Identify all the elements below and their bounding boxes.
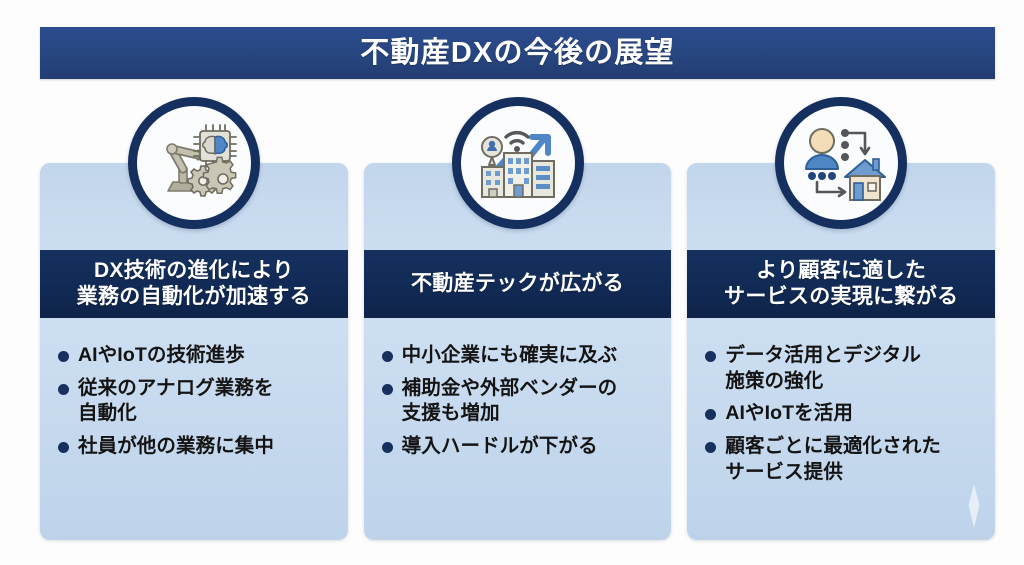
column-3-heading-text: より顧客に適した サービスの実現に繋がる <box>724 259 959 308</box>
column-card-1: DX技術の進化により 業務の自動化が加速する AIやIoTの技術進歩 従来のアナ… <box>40 97 348 540</box>
list-item: データ活用とデジタル 施策の強化 <box>703 343 981 394</box>
list-item-label: 導入ハードルが下がる <box>401 435 598 458</box>
bullet-dot-icon <box>705 351 717 362</box>
list-item-label: 従来のアナログ業務を 自動化 <box>78 376 274 425</box>
bullet-dot-icon <box>705 442 717 454</box>
column-1-heading-text: DX技術の進化により 業務の自動化が加速する <box>76 259 311 308</box>
column-1-bullet-list: AIやIoTの技術進歩 従来のアナログ業務を 自動化 社員が他の業務に集中 <box>40 331 348 477</box>
list-item: 導入ハードルが下がる <box>380 434 658 460</box>
bullet-dot-icon <box>381 351 393 362</box>
robot-arm-ai-chip-gears-icon <box>127 97 260 229</box>
bullet-dot-icon <box>58 383 69 395</box>
bullet-dot-icon <box>381 442 393 454</box>
list-item: AIやIoTを活用 <box>703 401 981 427</box>
bullet-dot-icon <box>705 409 717 421</box>
column-card-3: より顧客に適した サービスの実現に繋がる データ活用とデジタル 施策の強化 AI… <box>687 97 996 540</box>
list-item: 従来のアナログ業務を 自動化 <box>56 376 334 427</box>
bullet-dot-icon <box>381 383 393 395</box>
list-item-label: AIやIoTを活用 <box>725 402 853 425</box>
list-item: 補助金や外部ベンダーの 支援も増加 <box>380 376 658 427</box>
slide-title-bar: 不動産DXの今後の展望 <box>40 27 995 79</box>
column-card-2: 不動産テックが広がる 中小企業にも確実に及ぶ 補助金や外部ベンダーの 支援も増加… <box>363 97 672 540</box>
columns-container: DX技術の進化により 業務の自動化が加速する AIやIoTの技術進歩 従来のアナ… <box>40 97 996 540</box>
list-item-label: AIやIoTの技術進歩 <box>78 344 245 366</box>
column-3-heading: より顧客に適した サービスの実現に繋がる <box>687 250 996 318</box>
column-2-heading: 不動産テックが広がる <box>363 250 672 318</box>
list-item-label: データ活用とデジタル 施策の強化 <box>725 344 921 392</box>
column-3-bullet-list: データ活用とデジタル 施策の強化 AIやIoTを活用 顧客ごとに最適化された サ… <box>687 331 995 503</box>
list-item: 社員が他の業務に集中 <box>56 434 334 460</box>
list-item-label: 社員が他の業務に集中 <box>78 435 275 458</box>
list-item-label: 中小企業にも確実に及ぶ <box>401 344 618 366</box>
column-2-bullet-list: 中小企業にも確実に及ぶ 補助金や外部ベンダーの 支援も増加 導入ハードルが下がる <box>364 331 672 477</box>
list-item-label: 補助金や外部ベンダーの 支援も増加 <box>401 376 618 425</box>
column-2-heading-text: 不動産テックが広がる <box>411 272 624 296</box>
page-title: 不動産DXの今後の展望 <box>360 36 675 69</box>
bullet-dot-icon <box>58 351 69 362</box>
list-item: 顧客ごとに最適化された サービス提供 <box>703 434 981 485</box>
list-item: AIやIoTの技術進歩 <box>56 343 334 369</box>
list-item-label: 顧客ごとに最適化された サービス提供 <box>725 435 941 483</box>
column-1-heading: DX技術の進化により 業務の自動化が加速する <box>40 250 348 318</box>
list-item: 中小企業にも確実に及ぶ <box>380 343 658 369</box>
customer-to-house-matching-icon <box>775 97 908 229</box>
smart-buildings-wifi-growth-icon <box>451 97 584 229</box>
bullet-dot-icon <box>58 442 69 454</box>
